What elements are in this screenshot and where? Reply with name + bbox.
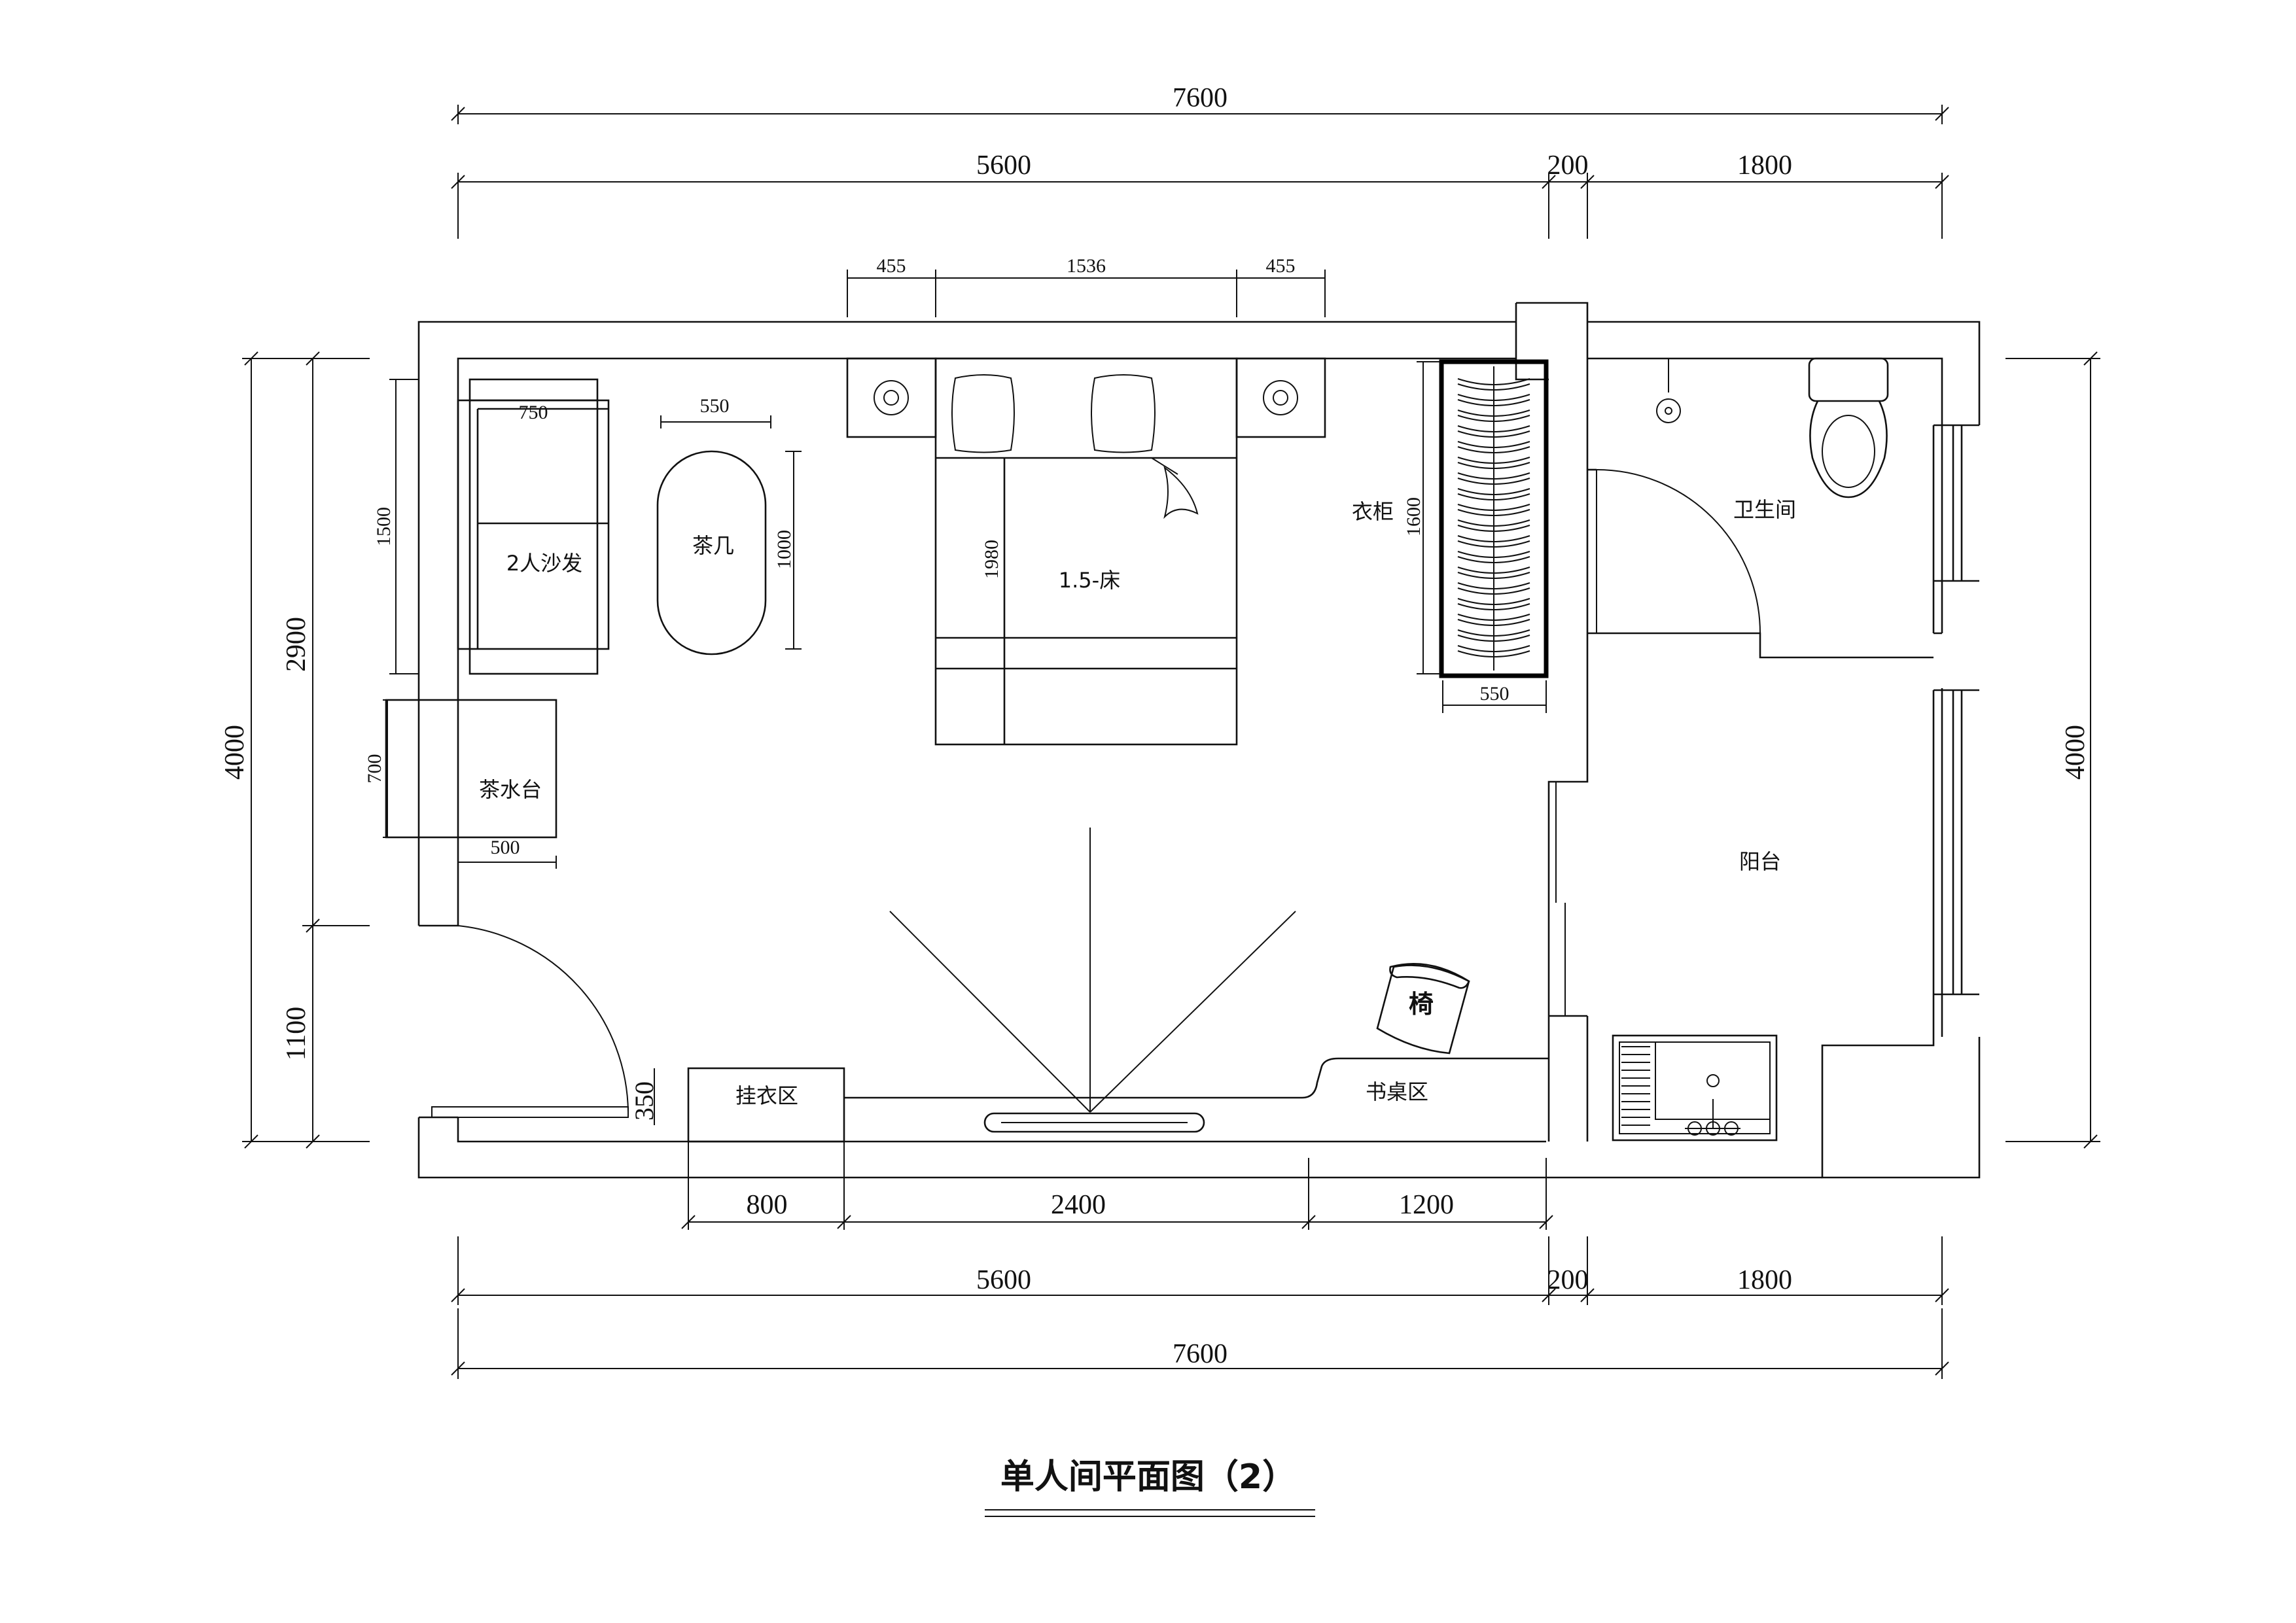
dim-bottom-overall: 7600 (1173, 1339, 1227, 1369)
dim-wardrobe-depth: 550 (1480, 683, 1510, 705)
dim-left-overall: 4000 (220, 725, 250, 780)
dim-left-lower: 1100 (281, 1007, 311, 1060)
tea-stand-label: 茶水台 (479, 777, 542, 802)
wardrobe-label: 衣柜 (1352, 499, 1394, 524)
bed: 1980 1.5-床 (934, 357, 1238, 746)
hanger (1457, 645, 1530, 657)
hanger (1457, 629, 1530, 642)
dim-bed-width: 1536 (1067, 255, 1106, 277)
chair: 椅 (1376, 963, 1470, 1055)
hanger (1457, 488, 1530, 500)
dim-left-upper: 2900 (281, 617, 311, 672)
dim-bottom-seg1: 800 (747, 1190, 788, 1220)
dim-wardrobe-length: 1600 (1403, 497, 1424, 536)
dim-right-overall: 4000 (2060, 725, 2091, 780)
dim-tea-width: 500 (491, 837, 520, 858)
sofa-label: 2人沙发 (506, 551, 582, 576)
coffee-table-label: 茶几 (692, 533, 734, 558)
hanger (1457, 504, 1530, 516)
right-dimension-lines (2005, 351, 2100, 1149)
hanger (1457, 614, 1530, 626)
dim-bottom-mid: 200 (1547, 1265, 1589, 1295)
dim-top-overall: 7600 (1173, 83, 1227, 113)
bed-label: 1.5-床 (1059, 568, 1120, 593)
hanger (1457, 551, 1530, 563)
sofa: 750 2人沙发 (457, 378, 610, 675)
dim-bed-length: 1980 (981, 540, 1002, 579)
hanger (1457, 378, 1530, 391)
hanger (1457, 582, 1530, 595)
hanger (1457, 472, 1530, 485)
hanger (1457, 519, 1530, 532)
dim-nightstand-right: 455 (1266, 255, 1296, 277)
dim-coffee-length: 1000 (773, 530, 795, 569)
hanger (1457, 598, 1530, 610)
nightstands (846, 357, 1326, 438)
dim-bottom-seg2: 2400 (1051, 1190, 1106, 1220)
balcony-label: 阳台 (1739, 849, 1781, 874)
tea-stand: 500 茶水台 (385, 699, 557, 869)
dim-sofa-length: 1500 (373, 507, 395, 546)
dim-top-mid: 200 (1547, 150, 1589, 181)
dim-top-left: 5600 (976, 150, 1031, 181)
bottom-dimension-texts: 800 2400 1200 5600 200 1800 7600 350 (629, 1081, 1792, 1369)
page-title: 单人间平面图（2） (1000, 1457, 1296, 1497)
desk-area-label: 书桌区 (1366, 1079, 1428, 1104)
bathroom-fixtures: 卫生间 (1656, 357, 1889, 522)
dim-sofa-width: 750 (519, 402, 548, 423)
hanger (1457, 441, 1530, 453)
dim-tea-depth: 700 (364, 754, 385, 784)
hanger (1457, 567, 1530, 579)
balcony-sink: 阳台 (1612, 849, 1781, 1142)
left-dimension-lines (242, 351, 458, 1149)
chair-label: 椅 (1409, 990, 1434, 1019)
dim-bottom-right: 1800 (1737, 1265, 1792, 1295)
hanger (1457, 535, 1530, 548)
dim-nightstand-left: 455 (877, 255, 906, 277)
hanger (1457, 394, 1530, 406)
walls (417, 302, 1981, 1179)
hanger-set (1457, 378, 1530, 657)
dim-coffee-width: 550 (700, 395, 730, 417)
dim-bottom-seg3: 1200 (1399, 1190, 1454, 1220)
left-dimension-texts: 4000 2900 1100 1500 700 (220, 507, 395, 1060)
tv-desk-counter: 书桌区 (844, 828, 1549, 1133)
bathroom-label: 卫生间 (1733, 497, 1796, 522)
dim-bottom-left: 5600 (976, 1265, 1031, 1295)
dim-hanging-depth: 350 (629, 1081, 659, 1121)
hanging-area: 挂衣区 (687, 1067, 845, 1143)
hanger (1457, 457, 1530, 469)
top-dimension-texts: 7600 5600 200 1800 455 1536 455 (877, 83, 1793, 277)
wardrobe: 1600 550 衣柜 (1352, 359, 1549, 713)
hanging-area-label: 挂衣区 (735, 1083, 798, 1108)
top-dimension-lines (451, 105, 1949, 317)
dim-top-right: 1800 (1737, 150, 1792, 181)
coffee-table: 550 1000 茶几 (656, 395, 802, 655)
title-block: 单人间平面图（2） (985, 1457, 1315, 1517)
bottom-dimension-lines (451, 1068, 1949, 1379)
hanger (1457, 425, 1530, 438)
hanger (1457, 410, 1530, 422)
